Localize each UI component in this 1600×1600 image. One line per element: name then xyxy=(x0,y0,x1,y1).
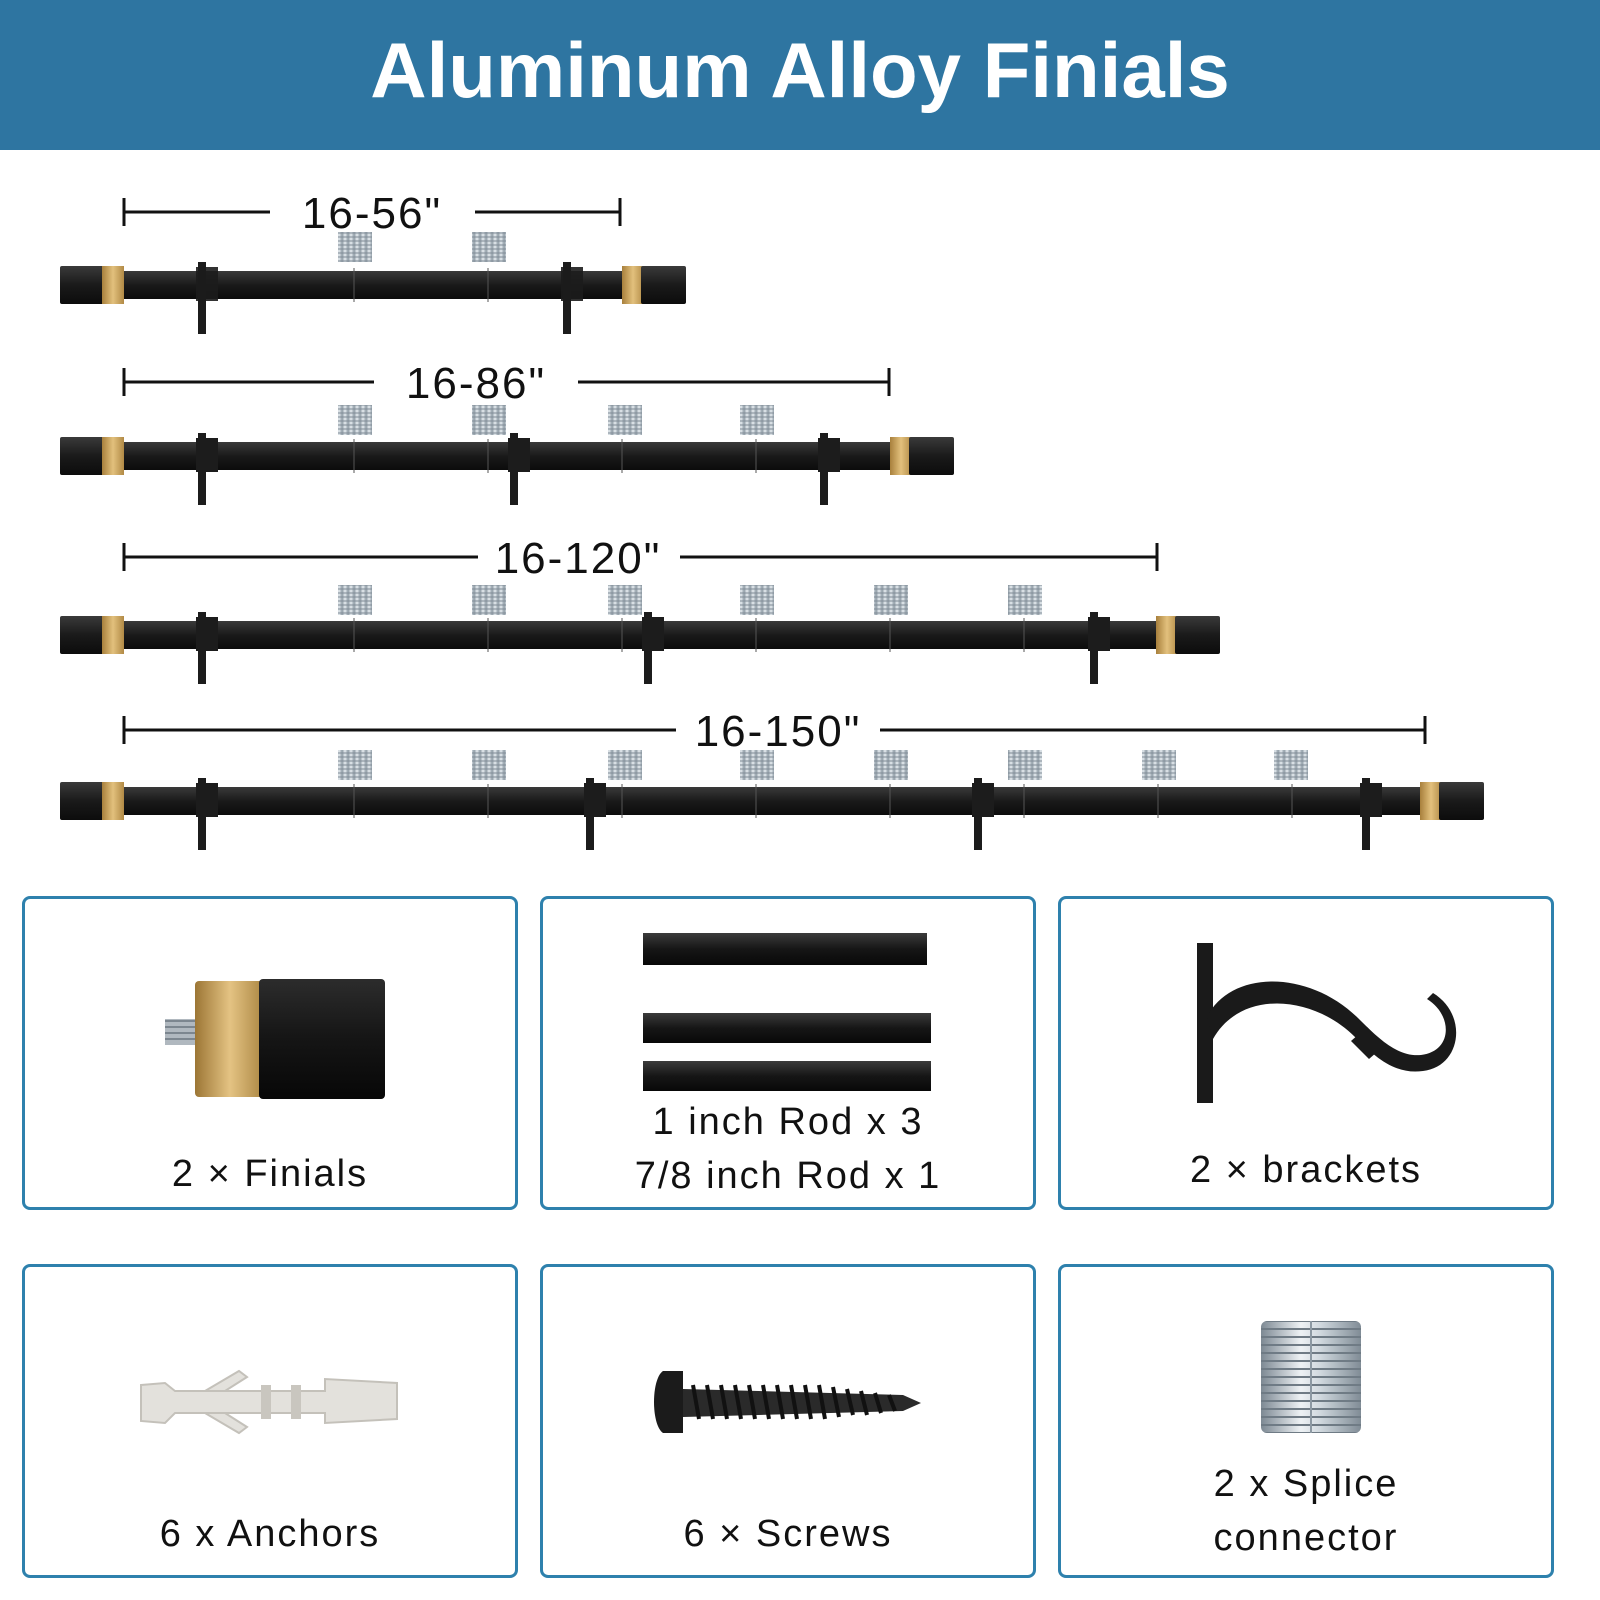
dimension-line xyxy=(122,716,1427,744)
rod-assembly-150: 16-150" xyxy=(60,707,1484,850)
bracket-icon xyxy=(972,778,994,850)
bracket-icon xyxy=(196,262,218,334)
dimension-line xyxy=(122,543,1159,571)
finial-icon xyxy=(1156,616,1220,654)
splice-connector-icon xyxy=(874,750,908,780)
part-caption: 2 × Finials xyxy=(25,1147,515,1201)
splice-connector-icon xyxy=(472,750,506,780)
splice-connector-icon xyxy=(338,585,372,615)
rod-size-svg: 16-56" 16-86" xyxy=(60,189,1484,850)
splice-connector-icon xyxy=(740,405,774,435)
part-panel-screws: 6 × Screws xyxy=(540,1264,1036,1578)
part-caption: 6 x Anchors xyxy=(25,1507,515,1561)
splice-connector-icon xyxy=(1008,750,1042,780)
rod-length-label: 16-120" xyxy=(495,534,662,583)
splice-connector-icon xyxy=(608,585,642,615)
header-banner: Aluminum Alloy Finials xyxy=(0,0,1600,150)
rod xyxy=(100,787,1444,815)
splice-connector-icon xyxy=(740,750,774,780)
part-caption-line: 6 × Screws xyxy=(683,1513,893,1555)
bracket-icon xyxy=(642,612,664,684)
dimension-line xyxy=(122,198,622,226)
splice-connector-icon xyxy=(472,585,506,615)
splice-connector-icon xyxy=(472,405,506,435)
part-caption: 6 × Screws xyxy=(543,1507,1033,1561)
bracket-icon xyxy=(584,778,606,850)
rod-length-label: 16-56" xyxy=(302,189,442,238)
finial-icon xyxy=(890,437,954,475)
screw-icon xyxy=(654,1371,921,1433)
splice-connector-icon xyxy=(1142,750,1176,780)
rod xyxy=(100,621,1176,649)
rod xyxy=(643,1061,931,1091)
rod xyxy=(100,271,650,299)
finial-icon xyxy=(60,782,124,820)
part-panel-anchors: 6 x Anchors xyxy=(22,1264,518,1578)
finial-icon xyxy=(622,266,686,304)
part-caption-line: 7/8 inch Rod x 1 xyxy=(634,1155,942,1197)
anchor-icon xyxy=(140,1369,398,1435)
bracket-icon xyxy=(1197,943,1457,1103)
splice-connector-icon xyxy=(338,405,372,435)
part-caption-line: 2 × brackets xyxy=(1189,1149,1423,1191)
finial-icon xyxy=(165,979,385,1099)
bracket-icon xyxy=(561,262,583,334)
bracket-icon xyxy=(196,778,218,850)
part-caption-line: 2 x Splice xyxy=(1213,1463,1399,1505)
splice-connector-icon xyxy=(1261,1321,1361,1433)
splice-connector-icon xyxy=(608,750,642,780)
splice-connector-icon xyxy=(1274,750,1308,780)
rods-icon xyxy=(643,933,931,1091)
finial-icon xyxy=(1420,782,1484,820)
bracket-icon xyxy=(818,433,840,505)
finial-icon xyxy=(60,437,124,475)
bracket-icon xyxy=(196,433,218,505)
rod-assembly-120: 16-120" xyxy=(60,534,1220,684)
splice-connector-icon xyxy=(874,585,908,615)
bracket-icon xyxy=(508,433,530,505)
part-caption-line: connector xyxy=(1213,1517,1399,1559)
rod-length-label: 16-86" xyxy=(406,359,546,408)
part-panel-splice: 2 x Splice connector xyxy=(1058,1264,1554,1578)
part-caption: 2 × brackets xyxy=(1061,1143,1551,1197)
rod xyxy=(643,933,927,965)
dimension-line xyxy=(122,368,891,396)
part-caption: 1 inch Rod x 3 7/8 inch Rod x 1 xyxy=(543,1095,1033,1203)
part-caption-line: 2 × Finials xyxy=(171,1153,369,1195)
rod xyxy=(643,1013,931,1043)
splice-connector-icon xyxy=(472,232,506,262)
finial-icon xyxy=(60,616,124,654)
splice-connector-icon xyxy=(740,585,774,615)
page-title: Aluminum Alloy Finials xyxy=(370,26,1230,114)
splice-connector-icon xyxy=(608,405,642,435)
rod-assembly-86: 16-86" xyxy=(60,359,954,505)
bracket-icon xyxy=(1088,612,1110,684)
finial-icon xyxy=(60,266,124,304)
part-caption: 2 x Splice connector xyxy=(1061,1457,1551,1565)
rod xyxy=(100,442,914,470)
rod-assembly-56: 16-56" xyxy=(60,189,686,334)
splice-connector-icon xyxy=(338,750,372,780)
part-caption-line: 6 x Anchors xyxy=(159,1513,381,1555)
splice-connector-icon xyxy=(1008,585,1042,615)
part-caption-line: 1 inch Rod x 3 xyxy=(652,1101,924,1143)
rod-length-label: 16-150" xyxy=(695,707,862,756)
part-panel-finials: 2 × Finials xyxy=(22,896,518,1210)
bracket-icon xyxy=(1360,778,1382,850)
splice-connector-icon xyxy=(338,232,372,262)
bracket-icon xyxy=(196,612,218,684)
part-panel-rods: 1 inch Rod x 3 7/8 inch Rod x 1 xyxy=(540,896,1036,1210)
part-panel-brackets: 2 × brackets xyxy=(1058,896,1554,1210)
rod-size-diagram: 16-56" 16-86" xyxy=(0,150,1600,870)
